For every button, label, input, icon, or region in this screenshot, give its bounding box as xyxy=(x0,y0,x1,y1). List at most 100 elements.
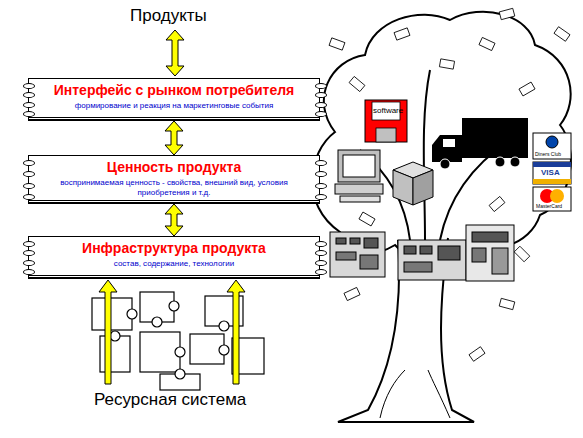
money-bill xyxy=(519,82,535,96)
spiral-ring xyxy=(23,194,35,200)
package-box xyxy=(413,170,433,205)
circuit-board xyxy=(336,238,346,244)
tree xyxy=(312,12,571,257)
money-bill xyxy=(499,298,515,309)
double-arrow xyxy=(166,30,184,76)
credit-card xyxy=(533,179,571,184)
credit-card xyxy=(533,162,571,184)
double-arrow xyxy=(165,121,183,155)
logo-text: VISA xyxy=(541,168,560,178)
up-arrow xyxy=(99,280,245,384)
spiral-ring xyxy=(23,241,35,247)
spiral-ring xyxy=(315,250,327,256)
money-bill xyxy=(394,28,410,40)
circuit-board xyxy=(398,240,466,280)
process-box: Интерфейс с рынком потребителя формирован… xyxy=(28,78,320,118)
computer xyxy=(338,150,380,182)
puzzle-pieces xyxy=(127,309,137,319)
floppy-disk xyxy=(365,100,407,142)
credit-card xyxy=(533,133,571,211)
spiral-ring xyxy=(23,171,35,177)
circuit-board xyxy=(492,248,508,274)
credit-card xyxy=(533,187,571,211)
money-bill xyxy=(469,347,485,362)
process-box: Инфраструктура продукта состав, содержани… xyxy=(28,236,320,276)
puzzle-pieces xyxy=(175,347,185,357)
money-bill xyxy=(479,37,495,50)
puzzle-pieces xyxy=(152,317,162,327)
spiral-ring xyxy=(315,83,327,89)
spiral-ring xyxy=(315,260,327,266)
tree xyxy=(424,70,430,240)
circuit-board xyxy=(364,238,378,248)
floppy-disk xyxy=(365,100,407,142)
circuit-board xyxy=(330,225,514,281)
package-box xyxy=(393,162,433,205)
computer xyxy=(335,150,383,202)
money-bill xyxy=(329,8,570,361)
circuit-board xyxy=(360,255,378,269)
circuit-board xyxy=(472,232,508,242)
credit-card xyxy=(546,136,558,148)
money-bill xyxy=(514,246,530,262)
money-bill xyxy=(349,76,365,91)
puzzle-pieces xyxy=(169,301,179,311)
spiral-ring xyxy=(23,250,35,256)
truck xyxy=(510,157,520,167)
credit-card xyxy=(550,189,564,203)
circuit-board xyxy=(472,248,486,262)
tree xyxy=(380,370,405,418)
box-description: формирование и реакция на маркетинговые … xyxy=(45,101,303,111)
diagram-label: Ресурсная система xyxy=(94,390,246,409)
circuit-board xyxy=(438,246,460,260)
truck xyxy=(462,118,528,158)
money-bill xyxy=(489,196,505,211)
logo-text: MasterCard xyxy=(536,203,562,210)
spiral-ring xyxy=(23,260,35,266)
box-heading: Интерфейс с рынком потребителя xyxy=(45,82,303,98)
box-description: состав, содержание, технологии xyxy=(45,259,303,269)
spiral-ring xyxy=(315,194,327,200)
credit-card xyxy=(533,133,571,159)
computer xyxy=(340,196,380,202)
truck xyxy=(432,118,528,169)
double-arrow xyxy=(165,204,183,236)
circuit-board xyxy=(330,232,385,277)
tree xyxy=(428,370,450,418)
puzzle-pieces xyxy=(92,298,132,330)
spiral-ring xyxy=(315,269,327,275)
up-arrow xyxy=(227,280,245,384)
up-arrow xyxy=(99,280,117,384)
circuit-board xyxy=(404,246,416,254)
puzzle-pieces xyxy=(175,369,185,379)
circuit-board xyxy=(404,262,432,272)
logo-text: Diners Club xyxy=(535,151,561,158)
credit-card xyxy=(533,162,571,167)
truck xyxy=(443,139,455,147)
truck xyxy=(495,157,505,167)
spiral-ring xyxy=(23,183,35,189)
spiral-ring xyxy=(315,160,327,166)
box-description: воспринимаемая ценность - свойства, внеш… xyxy=(45,178,303,198)
floppy-disk xyxy=(376,128,396,142)
spiral-ring xyxy=(23,102,35,108)
spiral-ring xyxy=(23,160,35,166)
box-heading: Инфраструктура продукта xyxy=(45,240,303,256)
money-bill xyxy=(344,287,360,300)
spiral-ring xyxy=(23,111,35,117)
double-arrow xyxy=(166,30,184,76)
tree xyxy=(312,12,571,422)
computer xyxy=(343,155,375,177)
puzzle-pieces xyxy=(219,321,229,331)
logo-text: software xyxy=(373,106,403,116)
package-box xyxy=(393,170,413,205)
truck xyxy=(432,135,462,162)
spiral-ring xyxy=(23,92,35,98)
box-heading: Ценность продукта xyxy=(45,159,303,175)
circuit-board xyxy=(466,225,514,281)
spiral-ring xyxy=(23,269,35,275)
money-bill xyxy=(554,27,570,42)
